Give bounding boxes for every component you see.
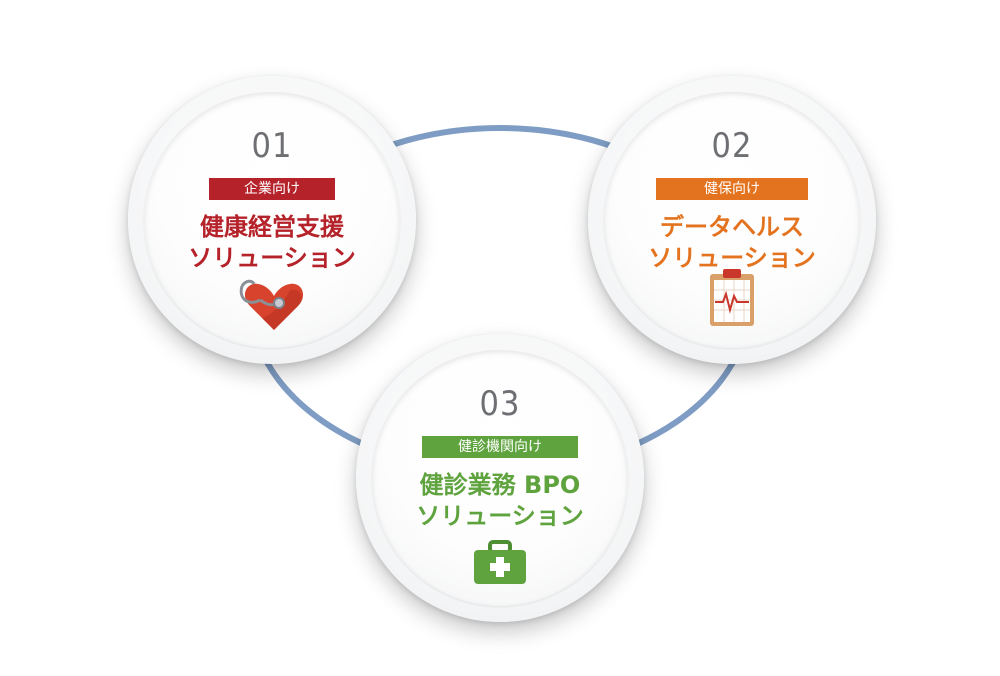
node-01-title-line1: 健康経営支援: [200, 213, 344, 241]
node-02-badge: 健保向け: [656, 178, 808, 200]
node-02-title-line2: ソリューション: [648, 244, 816, 272]
clipboard-ecg-icon: [706, 266, 758, 328]
node-03-inner: 03 健診機関向け 健診業務 BPO ソリューション: [372, 350, 628, 606]
heart-stethoscope-icon: [236, 276, 308, 332]
node-02[interactable]: 02 健保向け データヘルス ソリューション: [588, 76, 876, 364]
node-01-inner: 01 企業向け 健康経営支援 ソリューション: [144, 92, 400, 348]
node-01-title: 健康経営支援 ソリューション: [144, 212, 400, 274]
node-03-title-line2: ソリューション: [416, 502, 584, 530]
node-03-number: 03: [479, 384, 521, 424]
node-03-title: 健診業務 BPO ソリューション: [372, 470, 628, 532]
node-02-title-line1: データヘルス: [660, 213, 804, 241]
node-01-title-line2: ソリューション: [188, 244, 356, 272]
node-01-number: 01: [251, 126, 293, 166]
medical-kit-icon: [472, 540, 528, 586]
node-01[interactable]: 01 企業向け 健康経営支援 ソリューション: [128, 76, 416, 364]
node-03-badge: 健診機関向け: [422, 436, 578, 458]
node-03-title-line1: 健診業務 BPO: [419, 471, 581, 499]
node-02-number: 02: [711, 126, 753, 166]
node-01-badge: 企業向け: [209, 178, 335, 200]
node-03[interactable]: 03 健診機関向け 健診業務 BPO ソリューション: [356, 334, 644, 622]
node-02-title: データヘルス ソリューション: [604, 212, 860, 274]
node-02-inner: 02 健保向け データヘルス ソリューション: [604, 92, 860, 348]
